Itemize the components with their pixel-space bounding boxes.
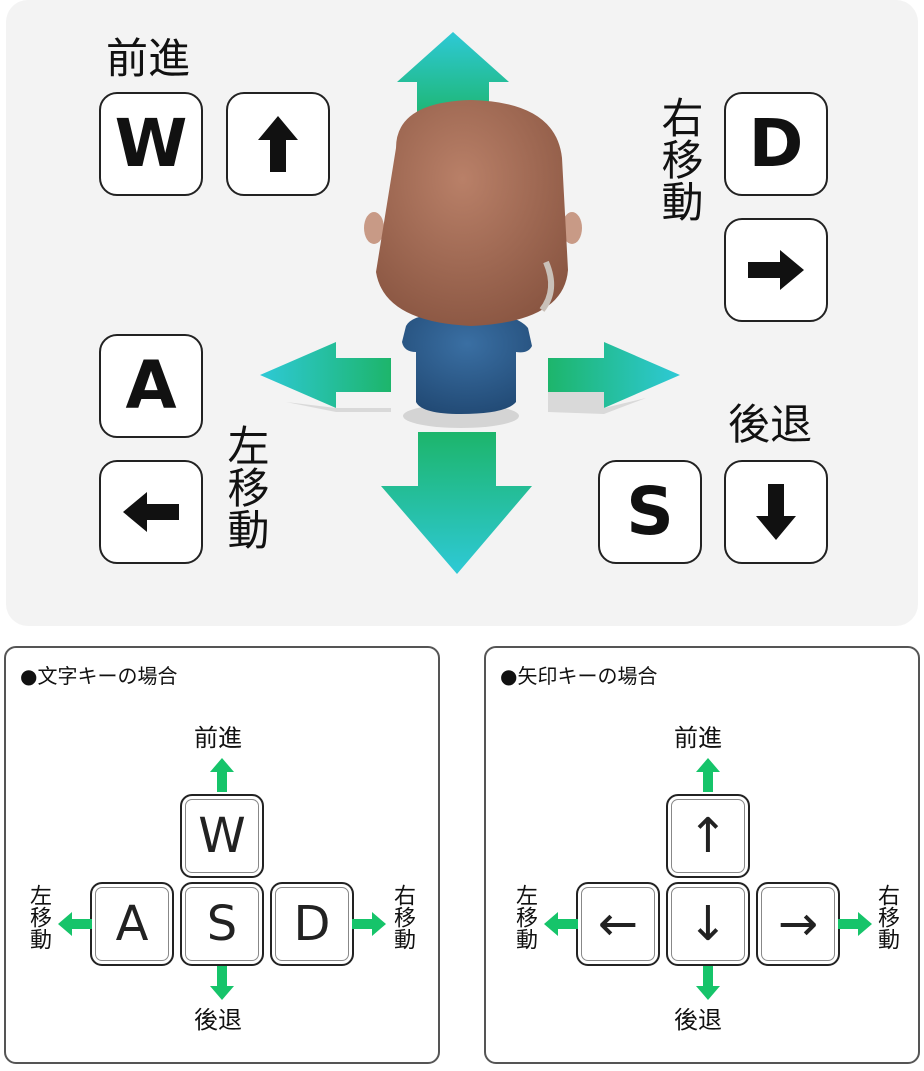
- letter-s-key: S: [180, 882, 264, 966]
- d-key-label: D: [749, 111, 804, 177]
- letter-left-arrow-icon: [58, 912, 92, 936]
- arrow-right-move-icon: [838, 912, 872, 936]
- letter-a-label: A: [116, 900, 149, 948]
- letter-d-key: D: [270, 882, 354, 966]
- arrow-up-key: ↑: [666, 794, 750, 878]
- letter-w-label: W: [198, 812, 245, 860]
- left-direction-arrow: [260, 342, 391, 412]
- letter-forward-label: 前進: [194, 726, 242, 750]
- back-label: 後退: [728, 404, 812, 446]
- arrow-left-move-icon: [544, 912, 578, 936]
- arrow-left-key: ←: [576, 882, 660, 966]
- right-arrow-icon: [748, 250, 804, 290]
- arrow-forward-label: 前進: [674, 726, 722, 750]
- arrow-up-label: ↑: [688, 812, 728, 860]
- arrow-right-label: →: [778, 900, 818, 948]
- back-direction-arrow: [381, 432, 532, 574]
- letter-left-text: 左移動: [26, 884, 50, 950]
- arrow-right-key: →: [756, 882, 840, 966]
- a-key-label: A: [125, 353, 176, 419]
- arrow-right-move-label: 右移動: [874, 884, 900, 950]
- letter-left-label: 左移動: [26, 884, 52, 950]
- w-key: W: [99, 92, 203, 196]
- right-arrow-key: [724, 218, 828, 322]
- arrow-down-label: ↓: [688, 900, 728, 948]
- d-key: D: [724, 92, 828, 196]
- letter-right-text: 右移動: [390, 884, 414, 950]
- right-direction-arrow: [548, 342, 680, 414]
- letter-right-label: 右移動: [390, 884, 416, 950]
- arrow-back-label: 後退: [674, 1008, 722, 1032]
- letter-right-arrow-icon: [352, 912, 386, 936]
- left-arrow-icon: [123, 492, 179, 532]
- left-arrow-key: [99, 460, 203, 564]
- letter-d-label: D: [294, 900, 331, 948]
- letter-keys-title: ●文字キーの場合: [20, 660, 177, 689]
- arrow-left-move-text: 左移動: [512, 884, 536, 950]
- avatar-direction-graphic: [246, 30, 686, 590]
- letter-a-key: A: [90, 882, 174, 966]
- forward-label: 前進: [106, 38, 190, 80]
- arrow-keys-box: ●矢印キーの場合 前進 ↑ ← ↓ → 左移動 右移動 後退: [484, 646, 920, 1064]
- w-key-label: W: [115, 111, 188, 177]
- letter-s-label: S: [207, 900, 237, 948]
- arrow-keys-title: ●矢印キーの場合: [500, 660, 657, 689]
- letter-forward-arrow-icon: [210, 758, 234, 792]
- letter-keys-box: ●文字キーの場合 前進 W A S D 左移動 右移動 後退: [4, 646, 440, 1064]
- arrow-left-move-label: 左移動: [512, 884, 538, 950]
- letter-back-arrow-icon: [210, 966, 234, 1000]
- down-arrow-icon: [756, 484, 796, 540]
- arrow-down-key: ↓: [666, 882, 750, 966]
- movement-illustration-panel: 前進 W 右移動 D A 左移動 後退 S: [6, 0, 918, 626]
- letter-back-label: 後退: [194, 1008, 242, 1032]
- arrow-back-arrow-icon: [696, 966, 720, 1000]
- a-key: A: [99, 334, 203, 438]
- letter-w-key: W: [180, 794, 264, 878]
- down-arrow-key: [724, 460, 828, 564]
- arrow-left-label: ←: [598, 900, 638, 948]
- arrow-forward-arrow-icon: [696, 758, 720, 792]
- arrow-right-move-text: 右移動: [874, 884, 898, 950]
